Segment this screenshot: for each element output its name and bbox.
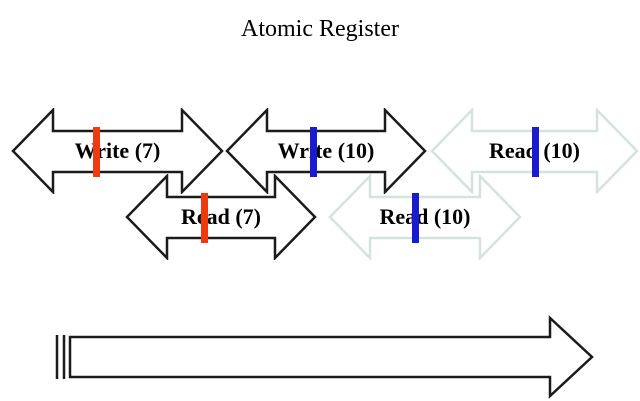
- operation-write-7: Write (7): [11, 108, 224, 194]
- operation-label: Write (10): [277, 138, 375, 163]
- double-arrow-shape: [125, 174, 317, 260]
- operation-read-10-second: Read (10): [328, 174, 522, 260]
- linearization-tick: [309, 127, 317, 177]
- linearization-tick: [92, 127, 100, 177]
- linearization-tick: [411, 193, 419, 243]
- double-arrow-shape: [225, 108, 427, 194]
- linearization-tick: [200, 193, 208, 243]
- operation-label: Read (10): [379, 204, 471, 229]
- operation-read-10-first: Read (10): [430, 108, 639, 194]
- operation-read-7: Read (7): [125, 174, 317, 260]
- double-arrow-shape: [11, 108, 224, 194]
- diagram-title: Atomic Register: [241, 16, 399, 42]
- operation-label: Write (7): [74, 138, 161, 163]
- double-arrow-shape: [328, 174, 522, 260]
- timeline-arrow: [55, 315, 594, 399]
- operation-write-10: Write (10): [225, 108, 427, 194]
- linearization-tick: [531, 127, 539, 177]
- operation-label: Read (7): [180, 204, 262, 229]
